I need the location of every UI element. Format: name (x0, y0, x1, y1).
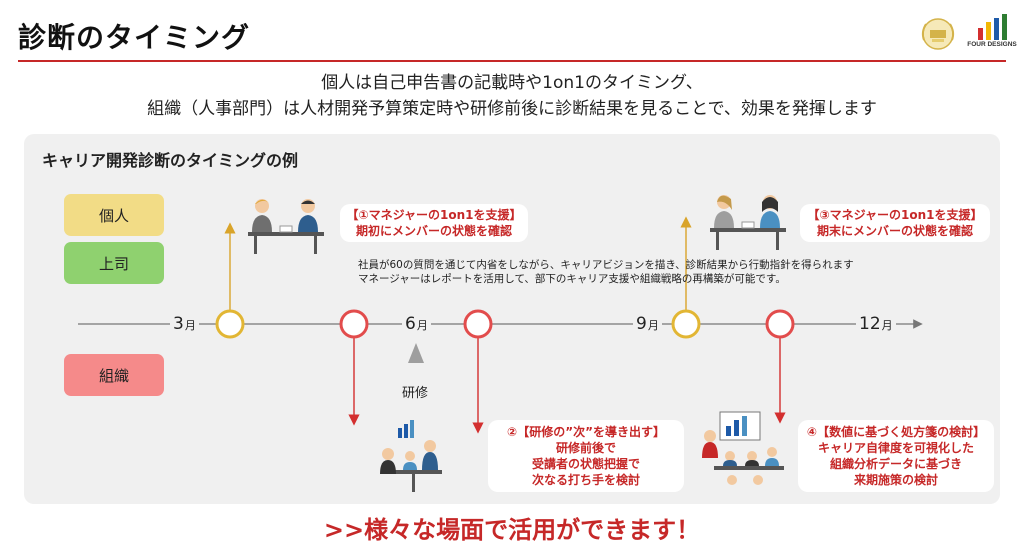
page-title: 診断のタイミング (18, 21, 251, 54)
training-label: 研修 (402, 386, 429, 401)
point4-line3: 組織分析データに基づき (829, 457, 962, 471)
panel-title: キャリア開発診断のタイミングの例 (42, 151, 299, 170)
point1-label-line2: 期初にメンバーの状態を確認 (355, 224, 512, 238)
point1-card (340, 204, 528, 242)
point4-card (798, 420, 994, 492)
point2-line2: 研修前後で (555, 441, 616, 455)
point3-label-line2: 期末にメンバーの状態を確認 (816, 224, 973, 238)
brand-name: FOUR DESIGNS (967, 41, 1017, 48)
brand-logo: FOUR DESIGNS (964, 14, 1020, 50)
award-badge-icon (921, 18, 955, 50)
role-individual: 個人 (64, 194, 164, 236)
milestone-circle-2 (339, 309, 369, 339)
subtitle-line-1: 個人は自己申告書の記載時や1on1のタイミング、 (321, 73, 703, 93)
milestone-circle-1 (215, 309, 245, 339)
title-divider (18, 60, 1006, 62)
brand-bars-icon (978, 14, 1007, 40)
training-triangle-icon (408, 343, 424, 363)
milestone-circle-4 (671, 309, 701, 339)
role-manager: 上司 (64, 242, 164, 284)
description-line2: マネージャーはレポートを活用して、部下のキャリア支援や組織戦略の再構築が可能です… (358, 273, 786, 285)
point3-label-line1: 【③マネジャーの1on1を支援】 (807, 208, 983, 222)
milestone-circle-5 (765, 309, 795, 339)
point4-line1: ④【数値に基づく処方箋の検討】 (806, 425, 986, 439)
training-discussion-icon (380, 420, 442, 492)
point2-line4: 次なる打ち手を検討 (531, 473, 640, 487)
point2-card (488, 420, 684, 492)
one-on-one-meeting-icon (248, 199, 324, 254)
point4-line2: キャリア自律度を可視化した (817, 441, 974, 455)
role-organization: 組織 (64, 354, 164, 396)
point2-line3: 受講者の状態把握で (531, 457, 640, 471)
description-line1: 社員が60の質問を通じて内省をしながら、キャリアビジョンを描き、診断結果から行動… (358, 259, 854, 271)
description: 社員が60の質問を通じて内省をしながら、キャリアビジョンを描き、診断結果から行動… (358, 258, 854, 286)
point1-label-line1: 【①マネジャーの1on1を支援】 (346, 208, 522, 222)
point4-line4: 来期施策の検討 (853, 473, 938, 487)
point2-line1: ②【研修の”次”を導き出す】 (507, 425, 665, 439)
milestone-circle-3 (463, 309, 493, 339)
team-analysis-icon (702, 411, 784, 485)
subtitle-line-2: 組織（人事部門）は人材開発予算策定時や研修前後に診断結果を見ることで、効果を発揮… (147, 99, 877, 119)
point3-card (800, 204, 990, 242)
one-on-one-meeting-icon-2 (710, 195, 786, 250)
call-to-action: >>様々な場面で活用ができます！ (323, 516, 701, 544)
